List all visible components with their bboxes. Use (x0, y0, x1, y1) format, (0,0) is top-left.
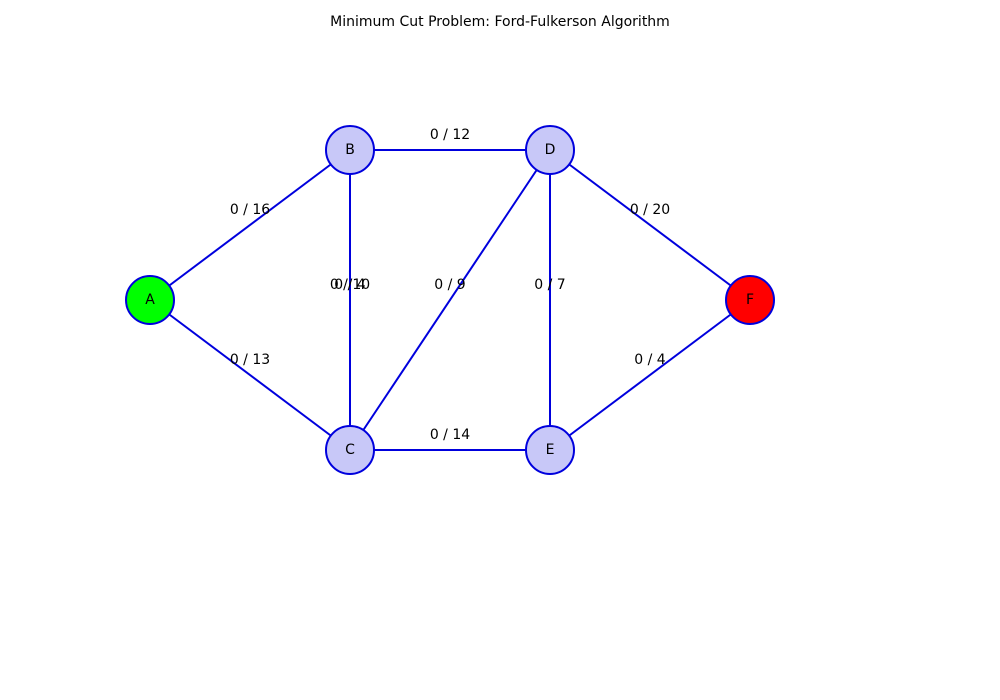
edge-A-B (149, 149, 351, 301)
node-C: C (325, 425, 375, 475)
node-label-D: D (545, 142, 556, 158)
diagram-title: Minimum Cut Problem: Ford-Fulkerson Algo… (330, 14, 670, 30)
node-A: A (125, 275, 175, 325)
nodes-layer: A B C D E F (125, 125, 775, 475)
node-F: F (725, 275, 775, 325)
node-label-C: C (345, 442, 355, 458)
node-circle-C (325, 425, 375, 475)
edge-D-F (549, 149, 751, 301)
node-circle-D (525, 125, 575, 175)
edge-label-E-F: 0 / 4 (634, 352, 666, 368)
node-circle-E (525, 425, 575, 475)
node-label-E: E (546, 442, 555, 458)
node-label-A: A (145, 292, 155, 308)
node-label-F: F (746, 292, 754, 308)
edges-layer (149, 149, 751, 451)
node-D: D (525, 125, 575, 175)
edge-C-D (349, 149, 551, 451)
edge-label-B-C: 0 / 10 (330, 277, 370, 293)
edge-label-C-B: 0 / 4 (334, 277, 366, 293)
node-label-B: B (345, 142, 355, 158)
edge-E-F (549, 299, 751, 451)
edge-label-B-D: 0 / 12 (430, 127, 470, 143)
edge-label-D-E: 0 / 7 (534, 277, 565, 293)
edge-A-C (149, 299, 351, 451)
edge-labels-layer: 0 / 160 / 130 / 100 / 40 / 120 / 90 / 14… (230, 127, 670, 443)
node-circle-B (325, 125, 375, 175)
node-circle-F (725, 275, 775, 325)
edge-label-D-F: 0 / 20 (630, 202, 670, 218)
edge-label-C-E: 0 / 14 (430, 427, 470, 443)
edge-label-A-B: 0 / 16 (230, 202, 270, 218)
edge-label-C-D: 0 / 9 (434, 277, 465, 293)
edge-label-A-C: 0 / 13 (230, 352, 270, 368)
node-B: B (325, 125, 375, 175)
node-E: E (525, 425, 575, 475)
node-circle-A (125, 275, 175, 325)
